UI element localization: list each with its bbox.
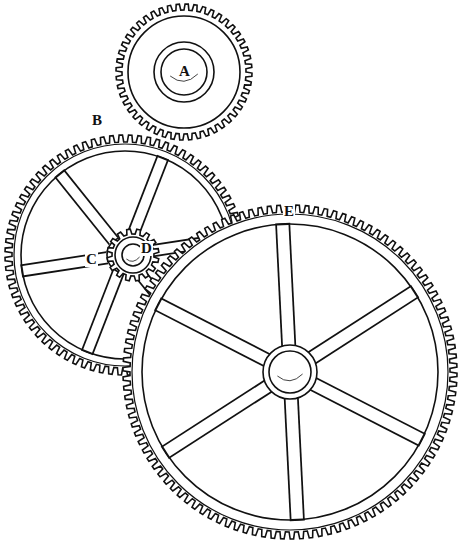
pinion-d — [107, 229, 159, 281]
part-letter: B — [91, 113, 103, 128]
gear-spoke — [313, 384, 422, 440]
gear-spoke-face — [88, 272, 119, 351]
gear-e — [123, 205, 457, 539]
gear-spoke-face — [61, 175, 114, 241]
part-letter: D — [140, 241, 153, 256]
gear-spoke-face — [283, 225, 289, 346]
part-letter: E — [283, 204, 295, 219]
gear-teeth — [107, 229, 159, 281]
gear-hub — [269, 351, 311, 393]
gear-hub — [161, 49, 207, 95]
gear-hub — [263, 345, 317, 399]
gear-spoke-face — [132, 159, 163, 238]
gear-spoke — [132, 157, 164, 238]
gear-spoke-face — [312, 292, 414, 358]
gear-teeth — [116, 4, 252, 140]
gear-spoke-face — [313, 384, 421, 439]
gear-spoke — [312, 291, 415, 358]
gear-hub — [154, 42, 214, 102]
gear-spoke-face — [166, 386, 268, 452]
gear-spoke — [87, 272, 119, 353]
part-letter: C — [85, 252, 98, 267]
gear-spoke — [157, 304, 266, 360]
gear-a — [116, 4, 252, 140]
gear-spoke — [291, 398, 297, 521]
gear-rim — [132, 214, 448, 530]
hub-shading — [277, 374, 302, 381]
gear-spoke — [165, 386, 268, 453]
gear-spoke — [59, 173, 113, 241]
hub-shading — [126, 257, 139, 261]
gear-spoke-face — [291, 398, 297, 519]
part-letter: A — [178, 64, 191, 79]
gear-hub — [128, 16, 240, 128]
gear-rim-inner — [142, 224, 438, 520]
gear-spoke-face — [159, 305, 267, 360]
gear-teeth — [123, 205, 457, 539]
gear-spoke — [283, 223, 289, 346]
